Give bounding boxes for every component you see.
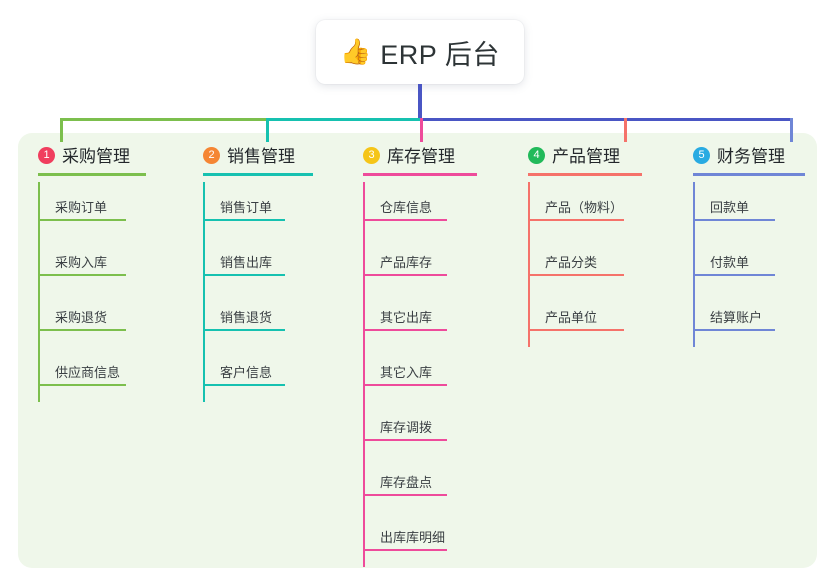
leaf-label: 产品单位	[545, 310, 598, 325]
leaf-label: 库存盘点	[380, 475, 433, 490]
branch-spine-2	[203, 182, 205, 402]
leaf-label: 付款单	[710, 255, 750, 270]
leaf-underline	[363, 329, 447, 331]
branch-underline-1	[38, 173, 146, 176]
branch-drop-line-4	[624, 118, 627, 142]
branch-title-3: 库存管理	[387, 147, 455, 166]
branch-spine-5	[693, 182, 695, 347]
branch-underline-2	[203, 173, 313, 176]
branch-spine-3	[363, 182, 365, 567]
branch-badge-3: 3	[363, 147, 380, 164]
leaf-label: 采购退货	[55, 310, 108, 325]
bus-segment-blue	[420, 118, 793, 121]
branch-drop-line-2	[266, 118, 269, 142]
leaf-label: 其它出库	[380, 310, 433, 325]
leaf-label: 产品分类	[545, 255, 598, 270]
branch-spine-4	[528, 182, 530, 347]
leaf-label: 仓库信息	[380, 200, 433, 215]
leaf-underline	[693, 274, 775, 276]
leaf-label: 供应商信息	[55, 365, 121, 380]
branch-underline-4	[528, 173, 642, 176]
branch-title-4: 产品管理	[552, 147, 620, 166]
leaf-underline	[203, 384, 285, 386]
branch-badge-2: 2	[203, 147, 220, 164]
leaf-underline	[693, 219, 775, 221]
leaf-label: 结算账户	[710, 310, 763, 325]
leaf-underline	[363, 274, 447, 276]
root-stem-line	[418, 84, 422, 121]
leaf-underline	[203, 219, 285, 221]
branch-title-2: 销售管理	[227, 147, 295, 166]
leaf-underline	[363, 219, 447, 221]
leaf-underline	[38, 329, 126, 331]
branch-title-1: 采购管理	[62, 147, 130, 166]
leaf-label: 销售订单	[220, 200, 273, 215]
leaf-underline	[203, 274, 285, 276]
leaf-underline	[363, 494, 447, 496]
leaf-underline	[363, 384, 447, 386]
leaf-underline	[528, 219, 624, 221]
leaf-underline	[38, 384, 126, 386]
leaf-label: 回款单	[710, 200, 750, 215]
thumbs-up-icon: 👍	[340, 37, 372, 66]
root-node-title: ERP 后台	[380, 39, 500, 70]
leaf-underline	[203, 329, 285, 331]
leaf-label: 产品库存	[380, 255, 433, 270]
branch-spine-1	[38, 182, 40, 402]
leaf-underline	[528, 274, 624, 276]
leaf-label: 其它入库	[380, 365, 433, 380]
branch-drop-line-5	[790, 118, 793, 142]
branch-drop-line-3	[420, 118, 423, 142]
leaf-label: 销售出库	[220, 255, 273, 270]
branch-underline-3	[363, 173, 477, 176]
leaf-underline	[528, 329, 624, 331]
branch-badge-4: 4	[528, 147, 545, 164]
leaf-underline	[38, 219, 126, 221]
leaf-label: 客户信息	[220, 365, 273, 380]
leaf-label: 出库库明细	[380, 530, 446, 545]
branch-badge-5: 5	[693, 147, 710, 164]
bus-segment-green	[60, 118, 266, 121]
leaf-underline	[693, 329, 775, 331]
leaf-underline	[363, 549, 447, 551]
leaf-label: 库存调拨	[380, 420, 433, 435]
leaf-label: 销售退货	[220, 310, 273, 325]
leaf-underline	[363, 439, 447, 441]
branch-badge-1: 1	[38, 147, 55, 164]
branch-drop-line-1	[60, 118, 63, 142]
branch-underline-5	[693, 173, 805, 176]
bus-segment-teal	[266, 118, 420, 121]
leaf-label: 采购入库	[55, 255, 108, 270]
branch-title-5: 财务管理	[717, 147, 785, 166]
leaf-label: 产品（物料）	[545, 200, 624, 215]
leaf-underline	[38, 274, 126, 276]
root-node[interactable]: 👍 ERP 后台	[316, 20, 524, 84]
leaf-label: 采购订单	[55, 200, 108, 215]
